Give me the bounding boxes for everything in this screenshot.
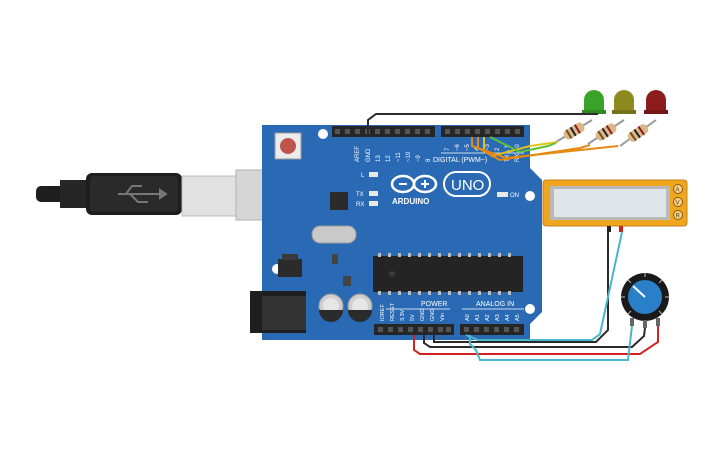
brand-text: ARDUINO [392, 197, 429, 206]
wire-orange-2 [471, 137, 619, 160]
pin-label: ~6 [455, 143, 461, 151]
pin-label: A4 [505, 314, 511, 321]
arduino-logo-icon [390, 174, 438, 194]
svg-text:RX: RX [356, 202, 364, 208]
resistor[interactable] [587, 119, 625, 145]
pin-label: A2 [485, 314, 491, 321]
arduino-uno-board[interactable]: AREF GND 13 12 ~11 ~10 ~9 8 7 ~6 ~5 4 ~3… [250, 125, 542, 340]
pin-label: A0 [465, 314, 471, 321]
wire-gnd-pot [423, 327, 646, 348]
digital-header-label: DIGITAL (PWM~) [433, 157, 487, 164]
mounting-hole [318, 129, 328, 139]
multimeter-terminal[interactable]: A [673, 184, 683, 194]
potentiometer[interactable] [621, 273, 669, 328]
voltage-regulator [278, 259, 302, 277]
pin-label: A5 [515, 314, 521, 321]
multimeter-terminal[interactable]: V [673, 197, 683, 207]
pin-label: 2 [495, 147, 501, 151]
multimeter-terminal[interactable]: R [673, 210, 683, 220]
pin-label: GND [366, 148, 372, 162]
pin-label: 12 [386, 155, 392, 162]
svg-text:TX: TX [356, 192, 364, 198]
pin-label: ~5 [465, 143, 471, 151]
pin-label: IOREF [380, 304, 386, 321]
svg-text:V: V [676, 201, 680, 207]
pin-label: 7 [445, 147, 451, 151]
wire-green [489, 136, 557, 154]
pin-label: 8 [426, 158, 432, 162]
usb-symbol-icon [118, 185, 168, 203]
pin-label: 5V [410, 314, 416, 321]
usb-chip [330, 192, 348, 210]
multimeter[interactable]: A V R [542, 179, 688, 232]
analog-header-label: ANALOG IN [476, 301, 514, 308]
svg-text:A: A [676, 188, 680, 194]
power-jack[interactable] [250, 291, 306, 333]
header-power [374, 324, 454, 335]
wire-a0-pot [469, 325, 633, 361]
pin-label: 3.3V [400, 309, 406, 321]
crystal-oscillator [311, 225, 357, 244]
svg-text:L: L [361, 173, 365, 179]
wire-gnd-leds [367, 113, 598, 137]
pin-label: A3 [495, 314, 501, 321]
on-led [497, 192, 508, 197]
header-top-left [332, 126, 435, 137]
mounting-hole [525, 191, 535, 201]
wire-a0-meter [465, 231, 623, 341]
svg-text:R: R [676, 214, 681, 220]
pin-label: RESET [390, 302, 396, 321]
pin-label: ~3 [485, 143, 491, 151]
pin-label: AREF [355, 146, 361, 162]
pin-label: ~10 [406, 151, 412, 162]
header-analog [460, 324, 524, 335]
pin-label: A1 [475, 314, 481, 321]
pin-label: ~9 [416, 154, 422, 162]
reset-button[interactable] [274, 132, 302, 160]
led-red[interactable] [644, 90, 668, 114]
pin-label: Vin [440, 313, 446, 321]
power-header-label: POWER [421, 301, 447, 308]
led-green[interactable] [582, 90, 606, 114]
on-label: ON [510, 193, 519, 199]
header-top-right [441, 126, 524, 137]
capacitor [347, 293, 373, 322]
mounting-hole [525, 304, 535, 314]
status-leds: L TX RX [356, 172, 378, 208]
pin-label: GND [420, 309, 426, 321]
resistor[interactable] [619, 119, 657, 147]
wire-5v [413, 326, 659, 355]
capacitor [318, 293, 344, 322]
led-yellow[interactable] [612, 90, 636, 114]
uno-logo-border [443, 171, 491, 197]
pin-label: GND [430, 309, 436, 321]
atmega-chip [373, 253, 523, 295]
usb-cable[interactable] [36, 169, 301, 221]
pin-label: ~11 [396, 152, 402, 162]
wire-orange [477, 137, 591, 162]
wires-bottom[interactable] [413, 231, 659, 361]
uno-logo-text: UNO [451, 177, 484, 194]
wires-digital[interactable] [367, 113, 619, 162]
resistor[interactable] [555, 119, 593, 143]
pin-label: 13 [376, 155, 382, 162]
